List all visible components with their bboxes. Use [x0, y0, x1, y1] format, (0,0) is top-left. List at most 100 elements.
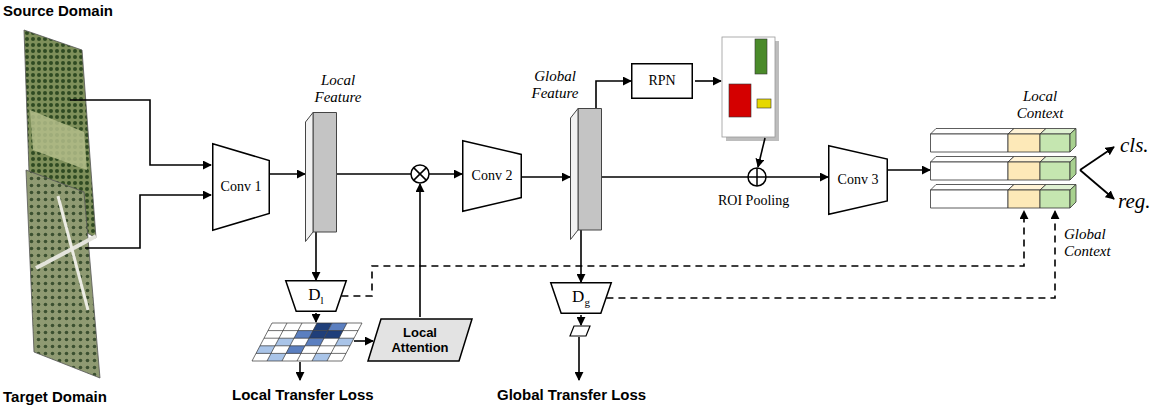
feature-map-shape	[305, 112, 337, 242]
graphic-part	[411, 165, 429, 183]
node-label: RPN	[648, 73, 675, 89]
connector	[596, 81, 631, 108]
vector-cell	[1040, 162, 1070, 180]
grid-cell	[312, 353, 331, 361]
heading-text: Local Feature	[308, 72, 368, 106]
grid-cell	[286, 346, 305, 354]
node-label: Conv 3	[838, 172, 879, 188]
text-label: Global Context	[1064, 226, 1139, 260]
graphic-part	[327, 323, 347, 361]
feature-map: Global Feature	[570, 108, 602, 240]
text-label: cls.	[1120, 133, 1149, 157]
input-wire	[70, 100, 211, 165]
vector-cell	[931, 162, 1009, 180]
vector-top	[1008, 129, 1046, 135]
proposal-arrow	[758, 138, 765, 167]
domain-arrow	[580, 315, 582, 325]
shape-outline	[286, 281, 347, 312]
vector-top	[931, 157, 1015, 163]
heading-text: Global Feature	[525, 68, 585, 102]
attention-box: Local Attention	[367, 318, 473, 362]
vector-cell	[931, 134, 1009, 152]
target-image	[26, 170, 100, 378]
node-text: Conv 1	[221, 179, 262, 194]
graphic-part	[342, 323, 362, 361]
connector	[315, 232, 317, 280]
target-road	[58, 196, 88, 310]
discriminator: Dl	[285, 280, 347, 312]
slab-side	[306, 113, 314, 242]
node-label: Dg	[572, 287, 590, 308]
node-text: Conv 2	[472, 168, 513, 183]
vector-side	[1070, 157, 1076, 181]
node-label: Dl	[308, 285, 323, 306]
conv-block: Conv 2	[462, 140, 522, 212]
proposal-yellow	[757, 99, 771, 108]
graphic-part	[414, 168, 427, 181]
source-field	[30, 110, 87, 170]
graphic-part	[297, 323, 317, 361]
conv-block: Conv 1	[212, 143, 270, 231]
vector-top	[931, 129, 1015, 135]
grid-cell	[328, 323, 347, 331]
graphic-part	[256, 353, 346, 354]
context-vectors: Local Context	[930, 128, 1078, 210]
text-label: Local Transfer Loss	[232, 386, 374, 404]
target-road	[36, 236, 96, 268]
shape-outline	[829, 146, 888, 215]
text-label: Source Domain	[3, 2, 113, 20]
dashed-connector	[341, 211, 1024, 296]
grid-cell	[275, 338, 294, 346]
connector	[888, 169, 930, 171]
vector-cell	[1040, 134, 1070, 152]
text-label: ROI Pooling	[718, 192, 789, 209]
connector	[270, 173, 305, 175]
graphic-part	[282, 323, 302, 361]
feature-heading: Local Feature	[308, 72, 368, 106]
dashed-connector	[606, 211, 1055, 298]
shape-outline	[632, 64, 693, 99]
vector-top	[1008, 157, 1046, 163]
feature-map-shape	[570, 108, 602, 240]
feature-heading: Local Context	[1005, 88, 1075, 122]
proposal-image	[722, 37, 775, 137]
text-label: Target Domain	[3, 388, 107, 406]
node-text: D	[572, 287, 584, 306]
node-label: Conv 2	[472, 168, 513, 184]
graphic-part	[756, 168, 758, 186]
graphic-part	[267, 323, 287, 361]
text-label: Global Transfer Loss	[497, 386, 646, 404]
node-text: Conv 3	[838, 172, 879, 187]
vector-cell	[931, 190, 1009, 208]
graphic-part	[252, 361, 342, 362]
graphic-part	[268, 330, 358, 331]
graphic-part	[264, 338, 354, 339]
output-arrow	[1080, 147, 1114, 170]
shape-outline	[213, 144, 270, 231]
vector-top	[1008, 185, 1046, 191]
vector-cell	[1040, 190, 1070, 208]
discriminator: Dg	[550, 282, 612, 314]
connector	[602, 176, 828, 178]
connector	[522, 176, 570, 178]
graphic-part	[252, 323, 272, 361]
subscript: l	[321, 295, 324, 307]
connector	[337, 173, 462, 175]
node-label: Conv 1	[221, 179, 262, 195]
proposal-red	[729, 84, 751, 117]
feature-heading: Global Feature	[525, 68, 585, 102]
proposal-green	[755, 39, 767, 74]
shape-outline	[463, 141, 522, 212]
grid-cell	[305, 338, 324, 346]
grid-lines	[252, 323, 362, 361]
vector-cell	[1008, 162, 1040, 180]
graphic-part	[748, 168, 766, 186]
connector	[580, 230, 582, 282]
input-wire	[85, 195, 211, 248]
node-label: Local Attention	[382, 325, 458, 355]
shape-outline	[551, 283, 612, 314]
context-vectors-shape	[930, 128, 1078, 210]
shape-outline	[368, 319, 472, 361]
slab-side	[571, 109, 579, 240]
